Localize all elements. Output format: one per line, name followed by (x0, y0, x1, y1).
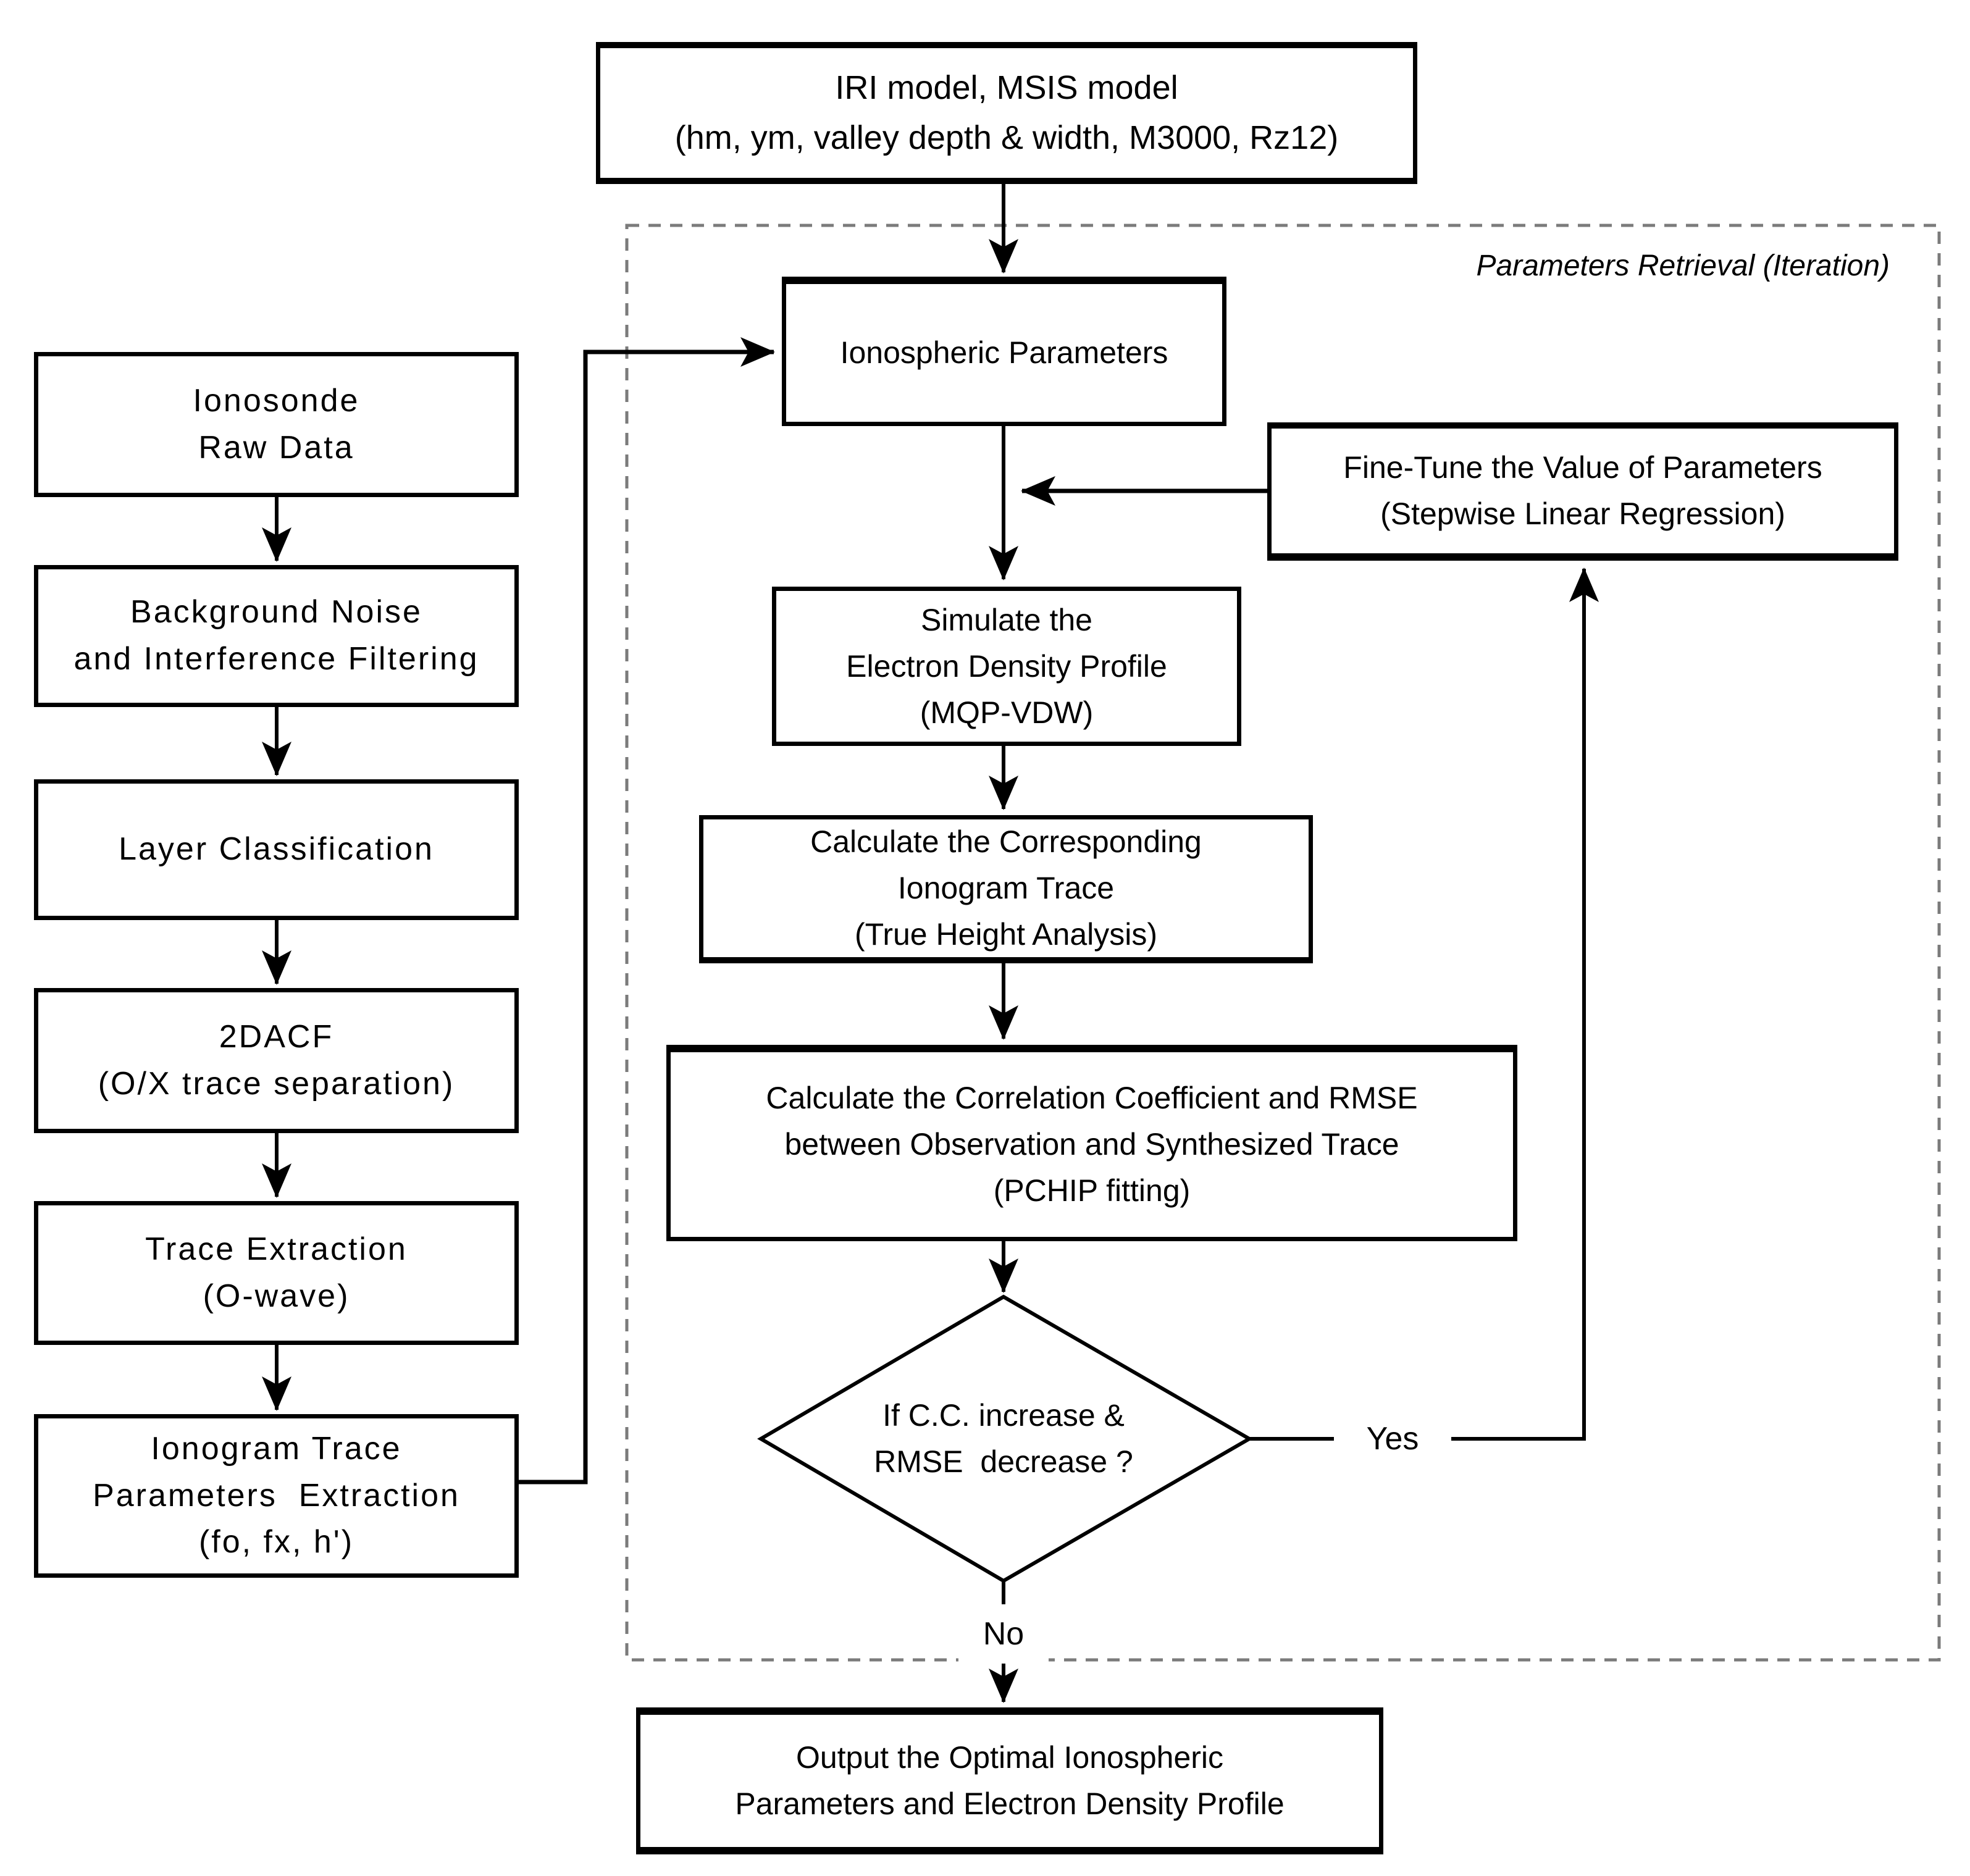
node-background-noise-filtering: Background Noise and Interference Filter… (34, 565, 519, 707)
node-2dacf: 2DACF (O/X trace separation) (34, 988, 519, 1133)
iteration-region-label: Parameters Retrieval (Iteration) (1476, 249, 1890, 282)
node-ionogram-trace-parameters-extraction: Ionogram Trace Parameters Extraction (fo… (34, 1414, 519, 1578)
node-iri-msis-model: IRI model, MSIS model (hm, ym, valley de… (596, 42, 1417, 184)
node-calculate-ionogram-trace: Calculate the Corresponding Ionogram Tra… (699, 815, 1313, 963)
yes-loop-line (1249, 567, 1599, 1441)
node-ionosonde-raw-data: Ionosonde Raw Data (34, 352, 519, 497)
node-calculate-cc-rmse: Calculate the Correlation Coefficient an… (666, 1045, 1517, 1241)
decision-diamond-label: If C.C. increase & RMSE decrease ? (874, 1398, 1133, 1479)
iteration-region-border (625, 224, 1941, 1662)
node-fine-tune-parameters: Fine-Tune the Value of Parameters (Stepw… (1267, 422, 1898, 561)
node-ionospheric-parameters: Ionospheric Parameters (782, 277, 1226, 426)
connector-params-to-ionospheric (519, 337, 775, 1484)
node-simulate-electron-density-profile: Simulate the Electron Density Profile (M… (772, 587, 1241, 746)
edge-label-yes: Yes (1334, 1409, 1451, 1468)
edge-label-no: No (958, 1604, 1049, 1664)
node-output-optimal-parameters: Output the Optimal Ionospheric Parameter… (636, 1707, 1383, 1854)
node-trace-extraction: Trace Extraction (O-wave) (34, 1201, 519, 1345)
node-layer-classification: Layer Classification (34, 779, 519, 920)
